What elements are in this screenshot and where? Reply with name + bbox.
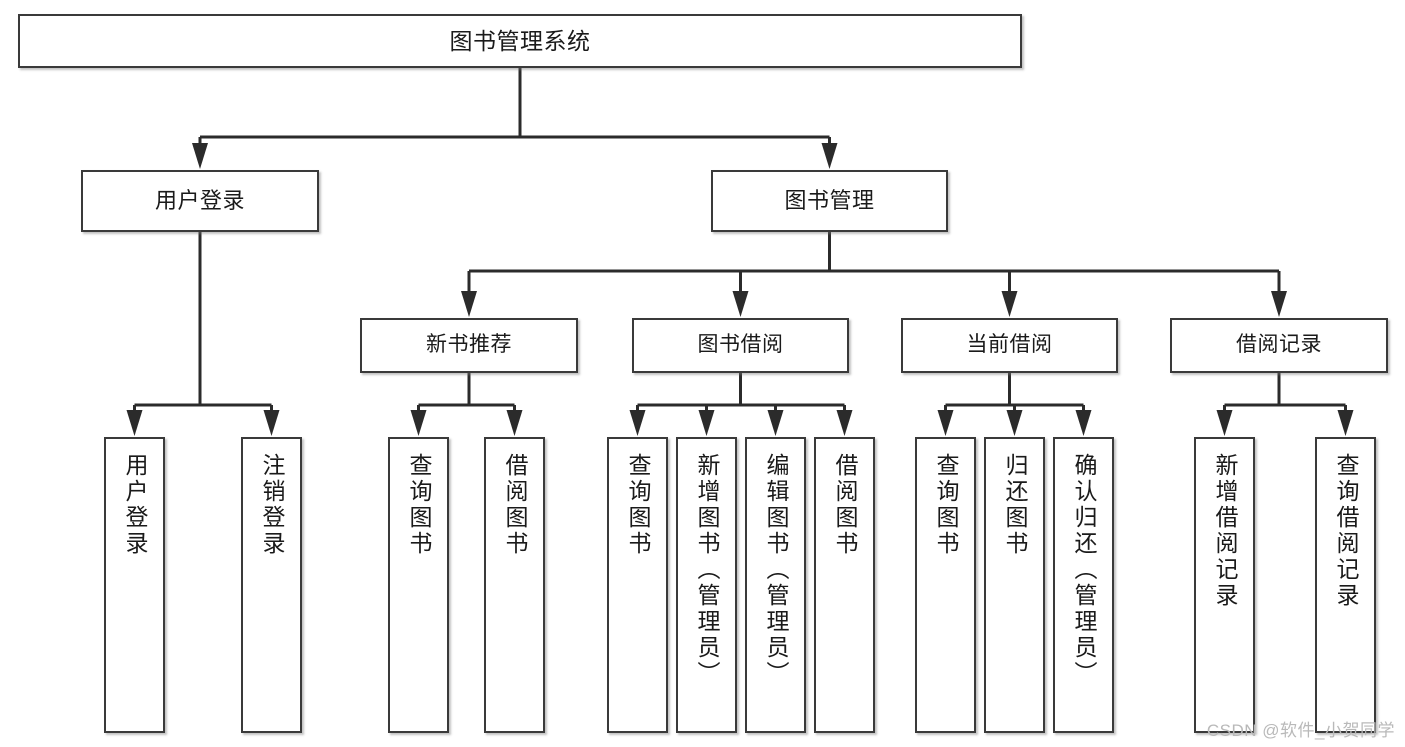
node-root[interactable]: 图书管理系统 xyxy=(18,14,1022,68)
node-leaf-borrow-book-2-label: 借阅图书 xyxy=(832,453,858,557)
node-leaf-query-book-1[interactable]: 查询图书 xyxy=(388,437,449,733)
node-leaf-query-book-2-label: 查询图书 xyxy=(625,453,651,557)
node-leaf-user-logout-label: 注销登录 xyxy=(259,453,285,557)
node-leaf-add-record-label: 新增借阅记录 xyxy=(1212,453,1238,609)
node-leaf-edit-book[interactable]: 编辑图书（管理员） xyxy=(745,437,806,733)
node-leaf-query-book-2[interactable]: 查询图书 xyxy=(607,437,668,733)
node-new-book-recommend-label: 新书推荐 xyxy=(426,333,512,357)
node-leaf-user-login[interactable]: 用户登录 xyxy=(104,437,165,733)
node-leaf-confirm-return-label: 确认归还（管理员） xyxy=(1071,453,1097,687)
node-leaf-return-book[interactable]: 归还图书 xyxy=(984,437,1045,733)
node-leaf-confirm-return[interactable]: 确认归还（管理员） xyxy=(1053,437,1114,733)
node-user-login-label: 用户登录 xyxy=(154,188,245,214)
node-book-management[interactable]: 图书管理 xyxy=(711,170,948,232)
node-book-borrow-label: 图书借阅 xyxy=(697,333,784,357)
node-user-login[interactable]: 用户登录 xyxy=(81,170,319,232)
node-root-label: 图书管理系统 xyxy=(449,27,591,54)
node-leaf-query-record[interactable]: 查询借阅记录 xyxy=(1315,437,1376,733)
csdn-watermark: CSDN @软件_小贺同学 xyxy=(1206,721,1395,740)
node-leaf-user-login-label: 用户登录 xyxy=(122,453,148,557)
node-leaf-borrow-book-1[interactable]: 借阅图书 xyxy=(484,437,545,733)
node-leaf-borrow-book-2[interactable]: 借阅图书 xyxy=(814,437,875,733)
node-new-book-recommend[interactable]: 新书推荐 xyxy=(360,318,578,373)
node-leaf-edit-book-label: 编辑图书（管理员） xyxy=(763,453,789,687)
node-book-management-label: 图书管理 xyxy=(784,188,875,214)
node-leaf-query-book-3-label: 查询图书 xyxy=(933,453,959,557)
node-borrow-records-label: 借阅记录 xyxy=(1236,333,1322,357)
node-leaf-borrow-book-1-label: 借阅图书 xyxy=(502,453,528,557)
node-leaf-add-book-label: 新增图书（管理员） xyxy=(694,453,720,687)
node-leaf-return-book-label: 归还图书 xyxy=(1002,453,1028,557)
node-leaf-user-logout[interactable]: 注销登录 xyxy=(241,437,302,733)
node-current-borrow[interactable]: 当前借阅 xyxy=(901,318,1118,373)
node-leaf-add-book[interactable]: 新增图书（管理员） xyxy=(676,437,737,733)
node-borrow-records[interactable]: 借阅记录 xyxy=(1170,318,1388,373)
node-book-borrow[interactable]: 图书借阅 xyxy=(632,318,849,373)
node-leaf-add-record[interactable]: 新增借阅记录 xyxy=(1194,437,1255,733)
node-leaf-query-book-1-label: 查询图书 xyxy=(406,453,432,557)
node-leaf-query-record-label: 查询借阅记录 xyxy=(1333,453,1359,609)
node-current-borrow-label: 当前借阅 xyxy=(966,333,1053,357)
node-leaf-query-book-3[interactable]: 查询图书 xyxy=(915,437,976,733)
